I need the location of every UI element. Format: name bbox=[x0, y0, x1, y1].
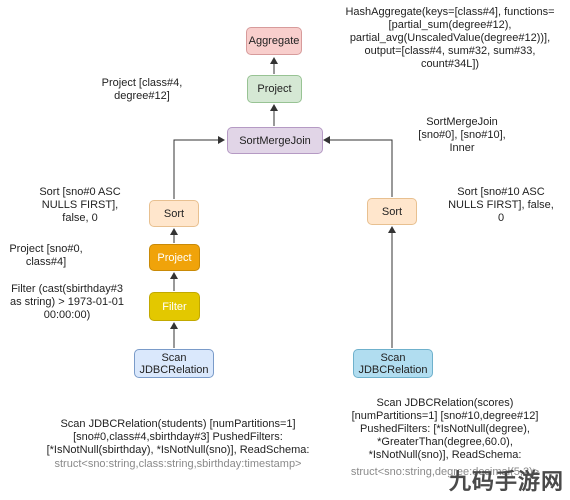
filter-annotation: Filter (cast(sbirthday#3 as string) > 19… bbox=[9, 283, 125, 321]
scan-right-annotation: Scan JDBCRelation(scores) [numPartitions… bbox=[351, 397, 539, 461]
project-left-node: Project bbox=[149, 244, 200, 271]
project-top-annotation: Project [class#4, degree#12] bbox=[101, 77, 183, 102]
project-top-node: Project bbox=[247, 75, 302, 103]
scan-left-schema: struct<sno:string,class:string,sbirthday… bbox=[54, 458, 302, 470]
hash-aggregate-annotation: HashAggregate(keys=[class#4], functions=… bbox=[345, 6, 555, 70]
scan-left-node: Scan JDBCRelation bbox=[134, 349, 214, 378]
aggregate-node: Aggregate bbox=[246, 27, 302, 55]
sort-right-annotation: Sort [sno#10 ASC NULLS FIRST], false, 0 bbox=[448, 186, 554, 224]
scan-right-node: Scan JDBCRelation bbox=[353, 349, 433, 378]
sortmergejoin-node: SortMergeJoin bbox=[227, 127, 323, 154]
edge-sort-right-to-sortmergejoin bbox=[323, 136, 393, 197]
scan-right-schema: struct<sno:string,degree:decimal(5,2)> bbox=[350, 466, 540, 478]
sortmergejoin-annotation: SortMergeJoin [sno#0], [sno#10], Inner bbox=[418, 116, 506, 154]
filter-node: Filter bbox=[149, 292, 200, 321]
sort-left-node: Sort bbox=[149, 200, 199, 227]
watermark-logo: 九码手游网 bbox=[448, 470, 564, 495]
sort-left-annotation: Sort [sno#0 ASC NULLS FIRST], false, 0 bbox=[39, 186, 121, 224]
edge-sort-left-to-sortmergejoin bbox=[173, 136, 225, 199]
scan-left-annotation: Scan JDBCRelation(students) [numPartitio… bbox=[46, 418, 310, 456]
project-left-annotation: Project [sno#0, class#4] bbox=[9, 243, 83, 268]
sort-right-node: Sort bbox=[367, 198, 417, 225]
